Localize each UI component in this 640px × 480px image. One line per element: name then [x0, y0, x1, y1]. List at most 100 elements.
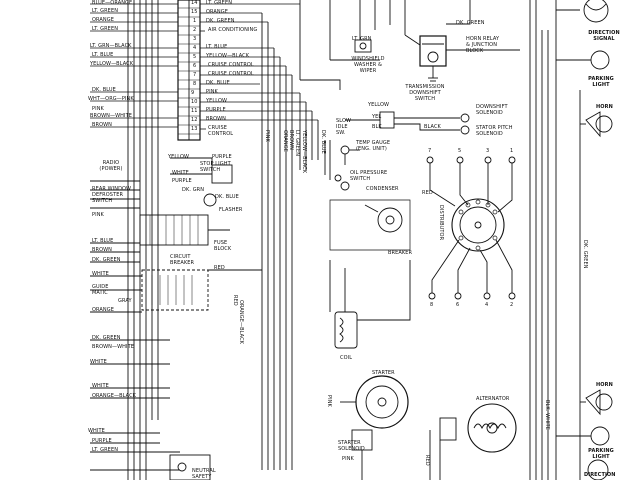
plug-number: 3 [486, 148, 490, 154]
connector-label: PINK [206, 89, 218, 95]
left-wire-label: LT. GRN—BLACK [90, 43, 132, 49]
connector-label: BROWN [206, 116, 227, 122]
starter-label: STARTER [372, 370, 395, 376]
fuse-block-label: FUSE BLOCK [214, 240, 232, 252]
distributor-label: DISTRIBUTOR [438, 205, 444, 241]
yellow-label: YELLOW [168, 154, 190, 160]
blk-white-right-label: BLK. WHITE [544, 400, 550, 431]
blk-label: BLK [372, 124, 382, 130]
plug-number: 6 [456, 302, 460, 308]
stator-pitch-label: STATOR PITCH SOLENOID [476, 125, 513, 137]
connector-number: 3 [193, 36, 197, 42]
left-wire-label: BROWN [92, 247, 113, 253]
dk-grn-label: DK. GRN [182, 187, 205, 193]
connector-label: CRUISE CONTROL [208, 62, 254, 68]
alternator-label: ALTERNATOR [476, 396, 510, 402]
yellow-label: YELLOW [368, 102, 390, 108]
left-wire-label: PINK [92, 106, 104, 112]
parking-light-top-label: PARKING LIGHT [588, 76, 614, 88]
plug-number: 7 [428, 148, 432, 154]
oil-pressure-label: OIL PRESSURE SWITCH [350, 170, 388, 182]
connector-label: PURPLE [206, 107, 226, 113]
connector-label: YELLOW [206, 98, 228, 104]
breaker-label: BREAKER [388, 250, 413, 256]
connector-label: LT. GREEN [206, 0, 233, 6]
coil-label: COIL [340, 355, 353, 361]
connector-number: 13 [191, 126, 198, 132]
dk-green-label: DK. GREEN [456, 20, 485, 26]
left-wire-label: PINK [92, 212, 104, 218]
left-wire-label: BROWN—WHITE [92, 344, 135, 350]
vertical-wire-label: PINK [264, 130, 270, 142]
connector-label: DK. BLUE [206, 80, 230, 86]
dk-blue-label: DK. BLUE [215, 194, 239, 200]
left-wire-label: LT. GREEN [92, 8, 119, 14]
left-wire-label: LT. BLUE [92, 238, 114, 244]
plug-number: 5 [458, 148, 462, 154]
plug-number: 1 [510, 148, 514, 154]
connector-label: DK. GREEN [206, 18, 235, 24]
connector-label: LT. BLUE [206, 44, 228, 50]
vertical-wire-label: PINK [326, 395, 332, 407]
connector-number: 5 [193, 54, 197, 60]
flasher-label: FLASHER [219, 207, 243, 213]
left-wire-label: ORANGE—BLACK [92, 393, 137, 399]
washer-wiper-label: WINDSHIELD WASHER & WIPER [351, 56, 385, 74]
white-label: WHITE [172, 170, 189, 176]
left-wire-label: DK. GREEN [92, 335, 121, 341]
circuit-breaker-label: CIRCUIT BREAKER [170, 254, 195, 266]
neutral-safety-label: NEUTRAL SAFETY [192, 468, 216, 480]
defroster-label: REAR WINDOW DEFROSTER SWITCH [92, 186, 132, 204]
plug-number: 8 [430, 302, 434, 308]
horn-relay-label: HORN RELAY & JUNCTION BLOCK [466, 36, 500, 54]
connector-number: 7 [193, 72, 197, 78]
connector-number: 1 [193, 18, 197, 24]
left-wire-label: BROWN [92, 122, 113, 128]
horn-bottom-label: HORN [596, 382, 613, 388]
connector-number: 4 [193, 45, 197, 51]
connector-label: AIR CONDITIONING [208, 27, 258, 33]
radio-label: RADIO (POWER) [99, 160, 123, 172]
vertical-wire-label: RED [424, 455, 430, 466]
left-wire-label: BLUE—ORANGE [92, 0, 133, 6]
purple-label: PURPLE [172, 178, 192, 184]
connector-label: CRUISE CONTROL [208, 71, 254, 77]
stoplight-label: STOP LIGHT SWITCH [200, 161, 231, 173]
vertical-wire-label: RED [232, 295, 238, 306]
left-wire-label: PURPLE [92, 438, 112, 444]
plug-number: 4 [485, 302, 489, 308]
temp-gauge-label: TEMP GAUGE (ENG. UNIT) [356, 140, 391, 152]
condenser-label: CONDENSER [366, 186, 399, 192]
gray-label: GRAY [118, 298, 132, 304]
connector-number: 2 [193, 27, 197, 33]
left-wire-label: LT. GREEN [92, 447, 119, 453]
left-wire-label: ORANGE [92, 17, 115, 23]
red-label: RED [422, 190, 433, 196]
yel-label: YEL [372, 114, 382, 120]
horn-top-label: HORN [596, 104, 613, 110]
connector-label: ORANGE [206, 9, 229, 15]
lt-grn-label: LT. GRN [352, 36, 372, 42]
vertical-wire-label: ORANGE [282, 130, 288, 153]
vertical-wire-label: DK. BLUE [320, 130, 326, 154]
left-wire-label: DK. GREEN [92, 257, 121, 263]
downshift-solenoid-label: DOWNSHIFT SOLENOID [476, 104, 508, 116]
vertical-wire-label: ORANGE—BLACK [238, 300, 244, 345]
left-wire-label: DK. BLUE [92, 87, 116, 93]
connector-number: 14 [191, 0, 198, 6]
transmission-label: TRANSMISSION DOWNSHIFT SWITCH [405, 84, 445, 102]
left-wire-label: LT. BLUE [92, 52, 114, 58]
left-wire-label: ORANGE [92, 307, 115, 313]
plug-number: 2 [510, 302, 514, 308]
connector-label: YELLOW—BLACK [206, 53, 250, 59]
starter-solenoid-label: STARTER SOLENOID [338, 440, 365, 452]
parking-light-bottom-label: PARKING LIGHT [588, 448, 614, 460]
pink-label: PINK [342, 456, 354, 462]
connector-number: 10 [191, 99, 198, 105]
connector-number: 15 [191, 9, 198, 15]
left-wire-label: WHT—ORG—PINK [88, 96, 134, 102]
left-wire-label: LT. GREEN [92, 26, 119, 32]
red-label: RED [214, 265, 225, 271]
direction-bottom-label: DIRECTION [584, 472, 616, 478]
